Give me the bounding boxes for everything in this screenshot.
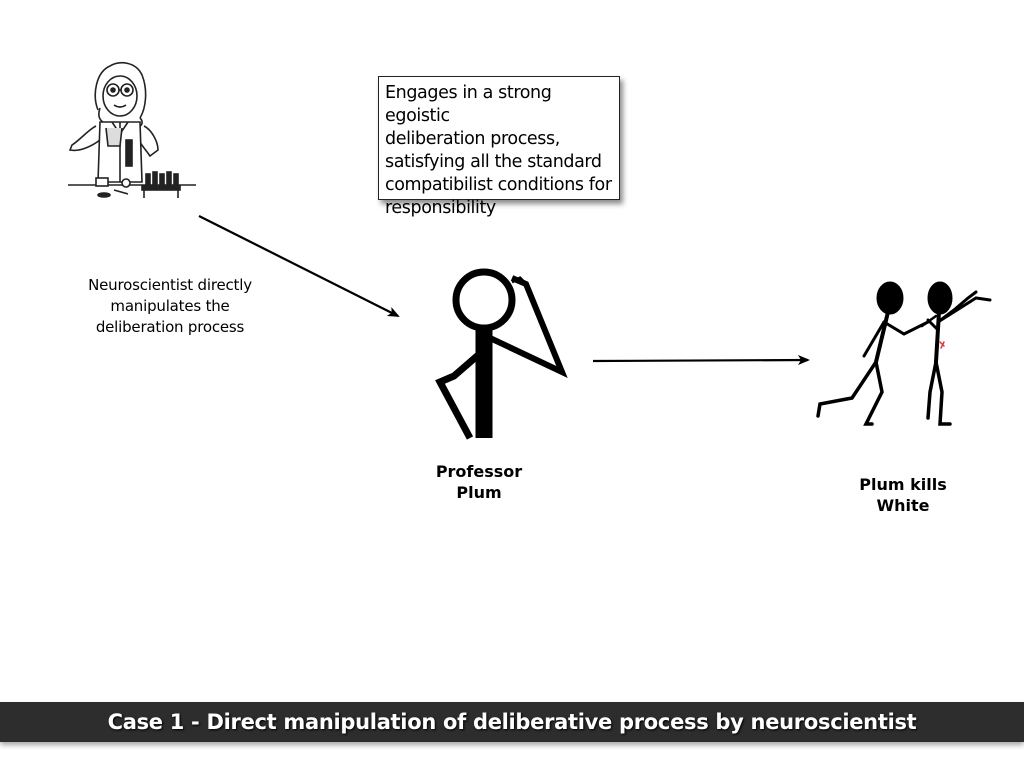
footer-title: Case 1 - Direct manipulation of delibera… xyxy=(107,710,917,734)
callout-line: deliberation process, xyxy=(385,129,560,149)
label-line: Professor xyxy=(435,462,523,481)
caption-line: Neuroscientist directly xyxy=(88,276,252,294)
deliberation-callout-box: Engages in a strong egoistic deliberatio… xyxy=(378,76,620,218)
label-line: White xyxy=(876,496,930,515)
neuroscientist-caption: Neuroscientist directly manipulates the … xyxy=(70,275,270,338)
callout-line: Engages in a strong egoistic xyxy=(385,83,552,126)
professor-plum-figure xyxy=(435,268,568,440)
professor-plum-label: Professor Plum xyxy=(419,461,539,503)
callout-line: responsibility xyxy=(385,198,496,218)
plum-kills-white-label: Plum kills White xyxy=(833,474,973,516)
murder-scene-figures xyxy=(816,281,992,426)
label-line: Plum xyxy=(456,483,502,502)
manipulation-arrow xyxy=(198,215,400,317)
action-arrow xyxy=(592,355,810,366)
callout-line: satisfying all the standard xyxy=(385,152,602,172)
footer-bar xyxy=(0,702,1024,742)
caption-line: manipulates the xyxy=(110,297,230,315)
label-line: Plum kills xyxy=(859,475,947,494)
neuroscientist-icon xyxy=(68,61,196,198)
caption-line: deliberation process xyxy=(95,318,245,336)
callout-line: compatibilist conditions for xyxy=(385,175,612,195)
